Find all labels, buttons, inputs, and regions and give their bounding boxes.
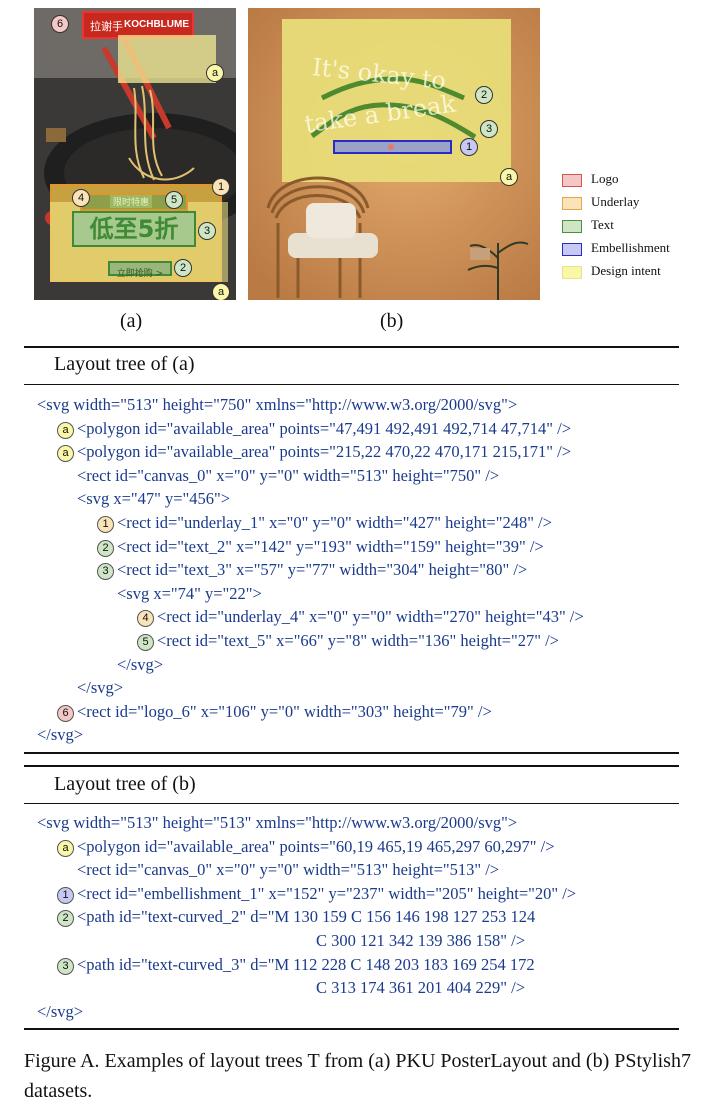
marker-a-2: a <box>212 283 230 300</box>
marker-1-b: 1 <box>460 138 478 156</box>
poster-a-logo-text-1: 拉谢手 <box>90 20 123 33</box>
tree_b-line-6: <path id="text-curved_3" d="M 112 228 C … <box>77 954 535 974</box>
tree_a-badge-13: 6 <box>57 704 74 722</box>
marker-4: 4 <box>72 189 90 207</box>
tree_a-line-9: <rect id="underlay_4" x="0" y="0" width=… <box>157 607 584 627</box>
tree_a-badge-9: 4 <box>137 610 154 628</box>
legend-swatch-text <box>562 220 582 233</box>
marker-2-b: 2 <box>475 86 493 104</box>
subcaption-a: (a) <box>120 310 143 332</box>
poster-a-image: 拉谢手 KOCHBLUME 限时特惠 低至5折 立即抢购 > 6 a 4 5 1… <box>34 8 236 300</box>
subcaption-b: (b) <box>380 310 404 332</box>
figure-caption: Figure A. Examples of layout trees T fro… <box>24 1050 691 1102</box>
tree-b-bottom-rule <box>24 1028 679 1030</box>
marker-6: 6 <box>51 15 69 33</box>
tree_a-badge-2: a <box>57 445 74 463</box>
tree-b-title: Layout tree of (b) <box>54 773 196 795</box>
poster-a-logo: 拉谢手 KOCHBLUME <box>82 11 194 39</box>
marker-a: a <box>206 64 224 82</box>
marker-3-b: 3 <box>480 120 498 138</box>
tree_a-line-7: <rect id="text_3" x="57" y="77" width="3… <box>117 560 528 580</box>
tree-a-title: Layout tree of (a) <box>54 353 195 375</box>
tree_a-badge-7: 3 <box>97 563 114 581</box>
tree_b-line-1: <polygon id="available_area" points="60,… <box>77 836 555 856</box>
marker-a-b: a <box>500 168 518 186</box>
tree-a-bottom-rule <box>24 752 679 754</box>
legend-item-embellishment: Embellishment <box>562 239 702 262</box>
tree_b-line-8: </svg> <box>37 1001 84 1021</box>
legend-label-design-intent: Design intent <box>591 263 661 278</box>
tree_a-line-4: <svg x="47" y="456"> <box>77 489 231 509</box>
marker-3: 3 <box>198 222 216 240</box>
tree_b-badge-6: 3 <box>57 957 74 975</box>
tree-b-header-rule <box>24 803 679 804</box>
poster-b-photo <box>248 8 540 300</box>
tree_a-line-1: <polygon id="available_area" points="47,… <box>77 418 572 438</box>
poster-a-logo-text-2: KOCHBLUME <box>124 19 189 30</box>
tree_a-line-8: <svg x="74" y="22"> <box>117 583 262 603</box>
legend-swatch-logo <box>562 174 582 187</box>
poster-a-button-label: 立即抢购 > <box>116 269 164 279</box>
tree-a-top-rule <box>24 346 679 348</box>
tree-a-header-rule <box>24 384 679 385</box>
legend-item-logo: Logo <box>562 170 702 193</box>
poster-a-design-intent-top <box>118 35 216 83</box>
poster-b-image: It's okay to take a break 2 3 1 a <box>248 8 540 300</box>
tree_a-line-14: </svg> <box>37 725 84 745</box>
tree_b-line-0: <svg width="513" height="513" xmlns="htt… <box>37 813 518 832</box>
poster-a-big-text-label: 低至5折 <box>89 215 179 243</box>
tree_a-line-2: <polygon id="available_area" points="215… <box>77 442 572 462</box>
tree_b-line-4: <path id="text-curved_2" d="M 130 159 C … <box>77 907 536 927</box>
tree_a-badge-10: 5 <box>137 634 154 651</box>
marker-1: 1 <box>212 178 230 196</box>
tree_a-line-5: <rect id="underlay_1" x="0" y="0" width=… <box>117 513 552 532</box>
tree_b-line-3: <rect id="embellishment_1" x="152" y="23… <box>77 883 577 903</box>
tree_a-line-13: <rect id="logo_6" x="106" y="0" width="3… <box>77 701 492 721</box>
poster-a-button: 立即抢购 > <box>108 261 172 279</box>
legend-item-design-intent: Design intent <box>562 262 702 285</box>
marker-5: 5 <box>165 191 183 209</box>
poster-a-small-text: 限时特惠 <box>110 195 153 208</box>
legend-label-logo: Logo <box>591 171 619 186</box>
legend-swatch-underlay <box>562 197 582 210</box>
tree_b-line-7: C 313 174 361 201 404 229" /> <box>316 978 526 998</box>
legend-label-embellishment: Embellishment <box>591 240 670 255</box>
legend-swatch-embellishment <box>562 243 582 256</box>
tree_a-line-0: <svg width="513" height="750" xmlns="htt… <box>37 395 518 414</box>
legend: Logo Underlay Text Embellishment Design … <box>562 170 702 285</box>
marker-2: 2 <box>174 259 192 277</box>
tree_b-line-5: C 300 121 342 139 386 158" /> <box>316 931 526 950</box>
poster-a-big-text: 低至5折 <box>72 211 196 247</box>
legend-label-underlay: Underlay <box>591 194 640 209</box>
legend-item-underlay: Underlay <box>562 193 702 216</box>
tree_b-badge-3: 1 <box>57 886 74 904</box>
legend-swatch-design-intent <box>562 266 582 279</box>
tree-b-top-rule <box>24 765 679 767</box>
tree_b-badge-1: a <box>57 839 74 857</box>
tree_a-line-10: <rect id="text_5" x="66" y="8" width="13… <box>157 631 559 650</box>
legend-label-text: Text <box>591 217 614 232</box>
tree_a-badge-1: a <box>57 421 74 439</box>
tree_a-badge-6: 2 <box>97 539 114 557</box>
tree_a-line-6: <rect id="text_2" x="142" y="193" width=… <box>117 536 544 556</box>
tree_a-line-11: </svg> <box>117 654 164 674</box>
tree_b-line-2: <rect id="canvas_0" x="0" y="0" width="5… <box>77 860 500 880</box>
tree_a-badge-5: 1 <box>97 516 114 533</box>
tree_b-badge-4: 2 <box>57 910 74 928</box>
tree_a-line-12: </svg> <box>77 678 124 698</box>
legend-item-text: Text <box>562 216 702 239</box>
tree_a-line-3: <rect id="canvas_0" x="0" y="0" width="5… <box>77 465 500 485</box>
